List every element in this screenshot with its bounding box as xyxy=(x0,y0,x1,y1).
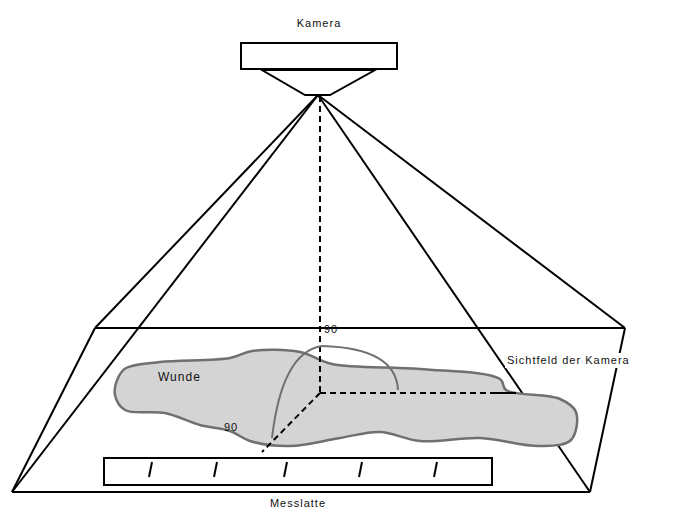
angle-label: 90 xyxy=(224,421,238,434)
measuring-stick: Messlatte xyxy=(103,457,493,486)
field-of-view-pyramid xyxy=(12,95,625,492)
camera-box: Kamera xyxy=(240,42,398,70)
right-angle-arcs xyxy=(272,346,398,438)
axes xyxy=(262,96,516,452)
node-label: Messlatte xyxy=(270,497,326,510)
camera-lens xyxy=(262,70,375,95)
field-of-view-label: Sichtfeld der Kamera xyxy=(505,353,632,368)
angle-label: 90 xyxy=(324,323,338,336)
stick-ticks xyxy=(105,459,491,484)
node-label: Kamera xyxy=(297,17,342,30)
node-label: Wunde xyxy=(158,370,201,384)
